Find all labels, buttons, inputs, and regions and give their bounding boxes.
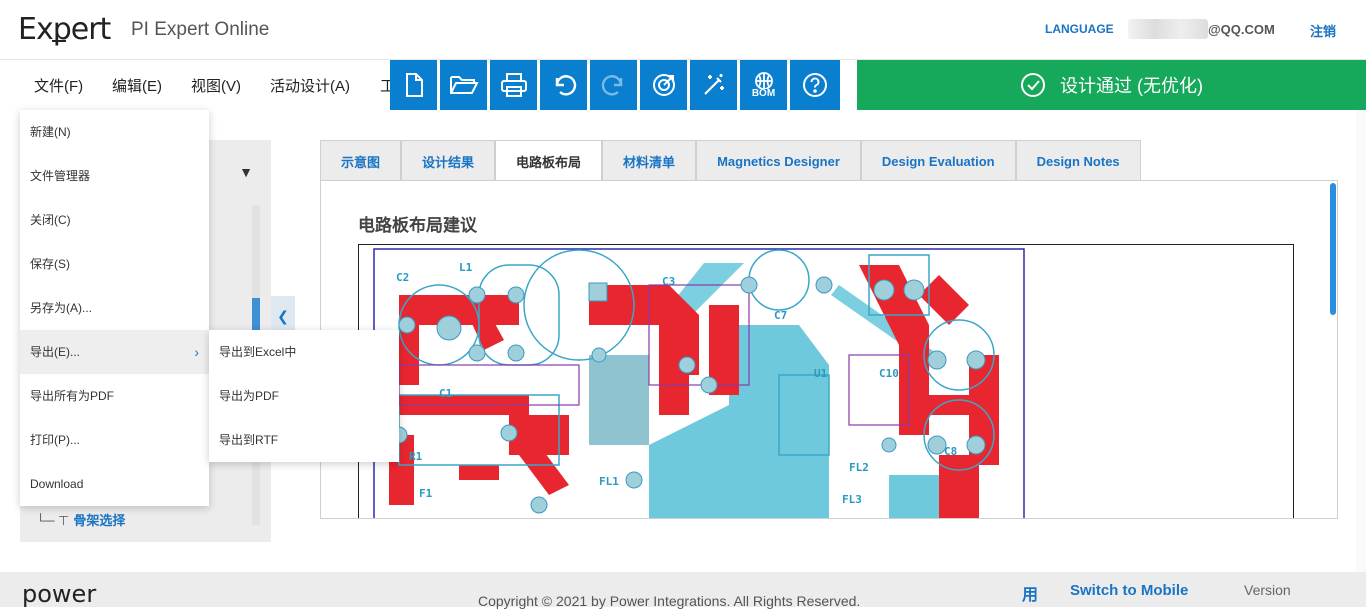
new-file-icon [405,73,423,97]
submenu-export-pdf[interactable]: 导出为PDF [219,389,280,403]
pcb-drawing: C2 L1 C3 C7 C1 FL1 FL2 FL3 F1 R1 C8 C10 … [373,248,1025,518]
chevron-down-icon[interactable]: ▼ [239,164,253,180]
design-status-banner: 设计通过 (无优化) [857,60,1366,110]
tree-item-label: 骨架选择 [73,513,126,528]
menu-item-file-manager[interactable]: 文件管理器 [30,169,91,183]
menu-item-export-label: 导出(E)... [30,345,80,359]
pcb-label-r1: R1 [409,450,423,463]
file-menu-dropdown: 新建(N) 文件管理器 关闭(C) 保存(S) 另存为(A)... 导出(E).… [20,110,209,506]
tree-item-bobbin-select[interactable]: └─ ⊤骨架选择 [36,510,125,529]
footer: power Copyright © 2021 by Power Integrat… [0,572,1366,609]
check-circle-icon [1021,73,1045,97]
pcb-label-f1: F1 [419,487,433,500]
tab-schematic[interactable]: 示意图 [320,140,402,181]
language-link[interactable]: LANGUAGE [1045,22,1114,36]
pcb-label-c1: C1 [439,387,453,400]
redo-button[interactable] [590,60,640,110]
content-scrollbar[interactable] [1330,183,1336,315]
logout-link[interactable]: 注销 [1310,24,1337,39]
tree-connector: └─ ⊤ [36,513,70,528]
pcb-label-u1: U1 [814,367,828,380]
left-panel-scroll-thumb[interactable] [252,298,260,338]
pcb-label-c10: C10 [879,367,899,380]
undo-button[interactable] [540,60,590,110]
pcb-label-c3: C3 [662,275,675,288]
menu-item-new[interactable]: 新建(N) [30,125,71,139]
pcb-layout-title: 电路板布局建议 [358,216,477,235]
menu-item-save[interactable]: 保存(S) [30,257,70,271]
top-header: Expert PI Expert Online LANGUAGE @QQ.COM… [0,0,1366,60]
collapse-panel-tab[interactable]: ❮ [271,296,295,336]
power-integrations-logo: power [22,580,97,608]
tab-design-notes[interactable]: Design Notes [1015,140,1141,181]
footer-link-partial[interactable]: 用 [1022,587,1039,604]
chevron-left-icon: ❮ [277,307,289,324]
page-scroll-track[interactable] [1356,110,1366,572]
undo-icon [555,75,576,96]
redo-icon [601,75,622,96]
target-icon [652,74,675,96]
tab-design-results[interactable]: 设计结果 [401,140,496,181]
pcb-label-l1: L1 [459,261,473,274]
chevron-right-icon: › [194,344,199,360]
help-icon [803,73,827,97]
menu-item-export-all-pdf[interactable]: 导出所有为PDF [30,389,115,403]
menu-item-download[interactable]: Download [30,477,84,491]
version-label: Version [1244,582,1291,598]
app-title: PI Expert Online [131,19,270,40]
open-folder-button[interactable] [440,60,490,110]
tab-magnetics-designer[interactable]: Magnetics Designer [696,140,861,181]
export-submenu: 导出到Excel中 导出为PDF 导出到RTF [209,330,399,462]
print-button[interactable] [490,60,540,110]
pcb-label-fl2: FL2 [849,461,869,474]
magic-wand-icon [703,74,724,95]
pcb-label-c7: C7 [774,309,787,322]
tab-design-evaluation[interactable]: Design Evaluation [860,140,1016,181]
toolbar: BOM [390,60,840,110]
menu-view[interactable]: 视图(V) [191,78,241,95]
print-icon [500,73,527,97]
menu-file[interactable]: 文件(F) [34,78,84,95]
user-email: @QQ.COM [1208,22,1275,37]
menu-item-export[interactable]: 导出(E)... › [20,330,209,374]
pcb-label-c8: C8 [944,445,957,458]
tab-pcb-layout[interactable]: 电路板布局 [495,140,603,181]
copyright-text: Copyright © 2021 by Power Integrations. … [478,593,861,609]
submenu-export-excel[interactable]: 导出到Excel中 [219,345,297,359]
help-button[interactable] [790,60,840,110]
tab-bom[interactable]: 材料清单 [602,140,697,181]
tab-bar: 示意图 设计结果 电路板布局 材料清单 Magnetics Designer D… [320,140,1141,181]
pcb-label-fl3: FL3 [842,493,862,506]
magic-wand-button[interactable] [690,60,740,110]
user-avatar-blurred [1128,19,1208,39]
submenu-export-rtf[interactable]: 导出到RTF [219,433,279,447]
bom-label: BOM [751,88,776,99]
bom-button[interactable]: BOM [740,60,790,110]
pcb-label-c2: C2 [396,271,409,284]
open-folder-icon [449,76,479,94]
design-status-text: 设计通过 (无优化) [1060,76,1203,96]
logo-underline [52,40,66,42]
menu-item-print[interactable]: 打印(P)... [30,433,80,447]
bom-icon [754,72,773,89]
pcb-layout-panel: 电路板布局建议 [320,180,1338,519]
target-button[interactable] [640,60,690,110]
menu-item-close[interactable]: 关闭(C) [30,213,71,227]
menu-edit[interactable]: 编辑(E) [112,78,162,95]
switch-to-mobile-link[interactable]: Switch to Mobile [1070,582,1189,599]
menu-item-save-as[interactable]: 另存为(A)... [30,301,92,315]
new-file-button[interactable] [390,60,440,110]
pcb-layout-image: C2 L1 C3 C7 C1 FL1 FL2 FL3 F1 R1 C8 C10 … [358,244,1294,518]
pcb-label-fl1: FL1 [599,475,619,488]
menu-active-design[interactable]: 活动设计(A) [270,78,350,95]
